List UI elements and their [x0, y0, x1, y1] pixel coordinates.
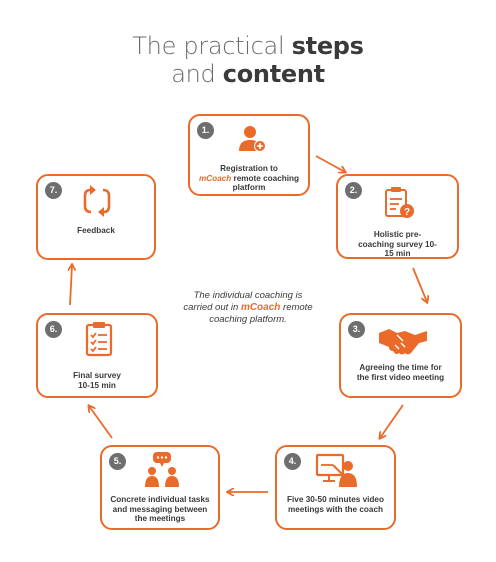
title-plain: The practical — [132, 32, 285, 60]
video-presentation-icon — [315, 453, 359, 494]
step-5-card: 5. Concrete individual tasks and messagi… — [100, 445, 220, 530]
svg-text:?: ? — [404, 207, 410, 218]
arrow-3-4 — [380, 404, 404, 438]
clipboard-question-icon: ? — [383, 186, 415, 225]
step-number-badge: 1. — [197, 122, 214, 139]
arrow-1-2 — [315, 155, 345, 172]
step-number-badge: 3. — [348, 321, 365, 338]
step-6-card: 6. Final survey 10-15 min — [36, 313, 158, 398]
step-4-card: 4. Five 30-50 minutes video meetings wit… — [275, 445, 396, 530]
step-7-card: 7. Feedback — [36, 174, 156, 260]
step-7-label: Feedback — [77, 226, 115, 235]
title-bold-content: content — [222, 60, 325, 88]
checklist-icon — [85, 321, 113, 362]
step-4-label: Five 30-50 minutes video meetings with t… — [287, 495, 384, 514]
step-3-card: 3. Agreeing the time for the first video… — [339, 313, 462, 398]
step-number-badge: 5. — [109, 453, 126, 470]
title-bold-steps: steps — [291, 32, 364, 60]
arrow-2-3 — [412, 267, 427, 302]
step-number-badge: 4. — [284, 453, 301, 470]
cycle-arrows-icon — [82, 184, 112, 223]
chat-people-icon — [144, 451, 180, 494]
step-6-label: Final survey 10-15 min — [73, 371, 121, 390]
arrow-6-7 — [70, 265, 72, 306]
step-number-badge: 2. — [345, 182, 362, 199]
step-2-label: Holistic pre-coaching survey 10-15 min — [358, 230, 437, 258]
step-2-card: 2. ? Holistic pre-coaching survey 10-15 … — [336, 174, 459, 259]
center-note: The individual coaching is carried out i… — [183, 290, 313, 325]
page-title: The practical steps and content — [0, 32, 496, 88]
user-add-icon — [237, 124, 267, 159]
step-1-card: 1. Registration to mCoach remote coachin… — [188, 114, 310, 196]
brand-mcoach-note: mCoach — [240, 302, 281, 313]
handshake-icon — [377, 323, 429, 362]
brand-mcoach: mCoach — [198, 173, 232, 183]
arrow-5-6 — [89, 406, 113, 439]
step-number-badge: 6. — [45, 321, 62, 338]
step-1-label: Registration to mCoach remote coaching p… — [198, 164, 300, 192]
step-number-badge: 7. — [45, 182, 62, 199]
title-and: and — [171, 60, 216, 88]
step-3-label: Agreeing the time for the first video me… — [356, 363, 445, 382]
step-5-label: Concrete individual tasks and messaging … — [110, 495, 210, 523]
